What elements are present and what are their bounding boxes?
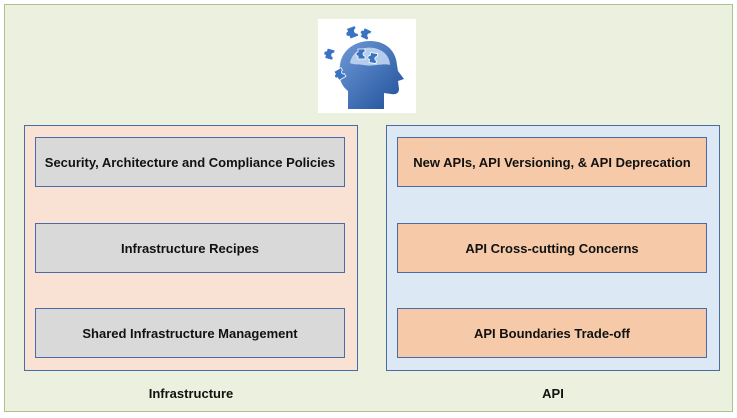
box-label: Infrastructure Recipes [121, 240, 259, 256]
security-architecture-compliance-box: Security, Architecture and Compliance Po… [35, 137, 345, 187]
infrastructure-panel: Security, Architecture and Compliance Po… [24, 125, 358, 371]
api-boundaries-box: API Boundaries Trade-off [397, 308, 707, 358]
box-label: New APIs, API Versioning, & API Deprecat… [413, 154, 691, 170]
box-label: Security, Architecture and Compliance Po… [44, 154, 336, 170]
api-cross-cutting-box: API Cross-cutting Concerns [397, 223, 707, 273]
box-label: API Cross-cutting Concerns [465, 240, 639, 256]
box-label: API Boundaries Trade-off [473, 325, 631, 341]
api-panel: New APIs, API Versioning, & API Deprecat… [386, 125, 720, 371]
diagram-canvas: Security, Architecture and Compliance Po… [4, 4, 733, 412]
puzzle-head-icon [318, 19, 416, 113]
infrastructure-caption: Infrastructure [148, 386, 234, 401]
api-versioning-box: New APIs, API Versioning, & API Deprecat… [397, 137, 707, 187]
infrastructure-recipes-box: Infrastructure Recipes [35, 223, 345, 273]
shared-infrastructure-management-box: Shared Infrastructure Management [35, 308, 345, 358]
api-caption: API [542, 386, 564, 401]
puzzle-head-graphic [323, 25, 404, 109]
box-label: Shared Infrastructure Management [82, 325, 298, 341]
